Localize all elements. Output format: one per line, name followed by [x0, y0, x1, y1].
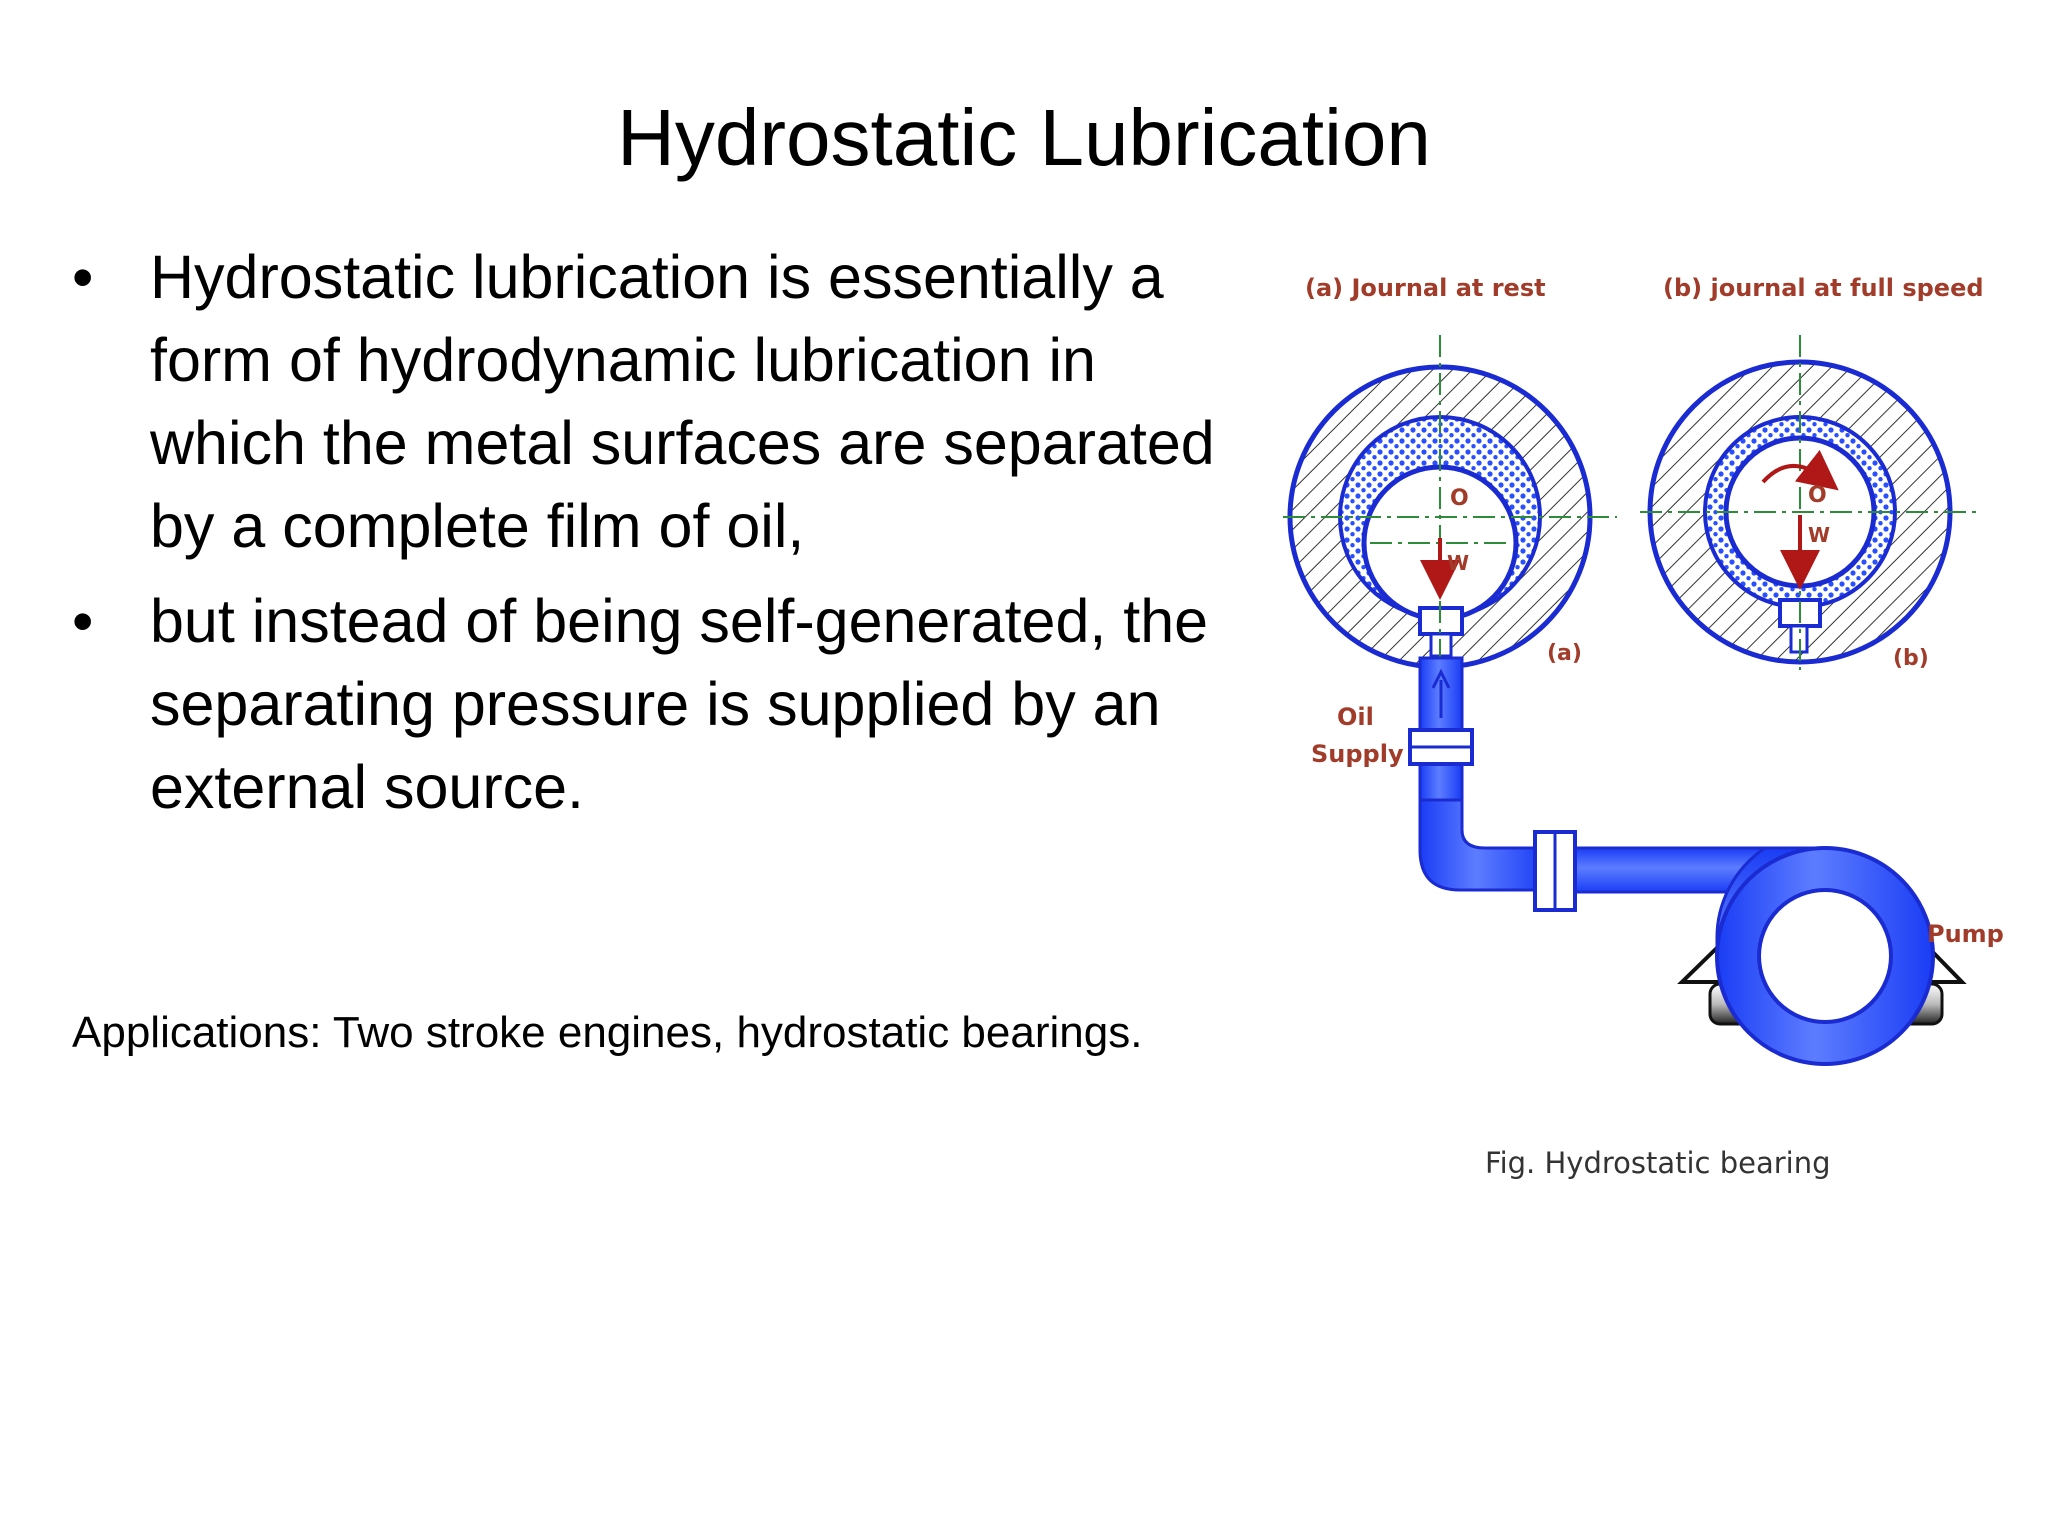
- oil-supply-pipe: Oil Supply: [1311, 656, 1773, 912]
- bullet-list: • Hydrostatic lubrication is essentially…: [70, 236, 1250, 841]
- pump: Pump: [1677, 846, 2004, 1066]
- weight-w-b: W: [1808, 523, 1830, 547]
- bullet-item: • Hydrostatic lubrication is essentially…: [70, 236, 1250, 568]
- bullet-dot: •: [72, 587, 94, 655]
- tag-b: (b): [1893, 646, 1929, 671]
- figure-caption: Fig. Hydrostatic bearing: [1485, 1146, 1831, 1180]
- label-journal-full-speed: (b) journal at full speed: [1663, 274, 1984, 302]
- applications-text: Applications: Two stroke engines, hydros…: [72, 1008, 1143, 1057]
- pump-label: Pump: [1927, 920, 2004, 948]
- supply-label: Supply: [1311, 740, 1404, 768]
- slide-title: Hydrostatic Lubrication: [617, 93, 1431, 182]
- hydrostatic-bearing-figure: (a) Journal at rest (b) journal at full …: [1245, 240, 2035, 1200]
- center-o-b: O: [1808, 483, 1827, 508]
- bullet-item: • but instead of being self-generated, t…: [70, 580, 1250, 829]
- oil-label: Oil: [1337, 703, 1374, 731]
- bearing-a: O W (a): [1283, 335, 1617, 700]
- bearing-b: O W (b): [1640, 335, 1980, 671]
- center-o-a: O: [1450, 486, 1469, 511]
- label-journal-at-rest: (a) Journal at rest: [1305, 274, 1546, 302]
- bullet-dot: •: [72, 243, 94, 311]
- bearing-diagram: (a) Journal at rest (b) journal at full …: [1283, 274, 2004, 1066]
- bullet-text: but instead of being self-generated, the…: [150, 587, 1209, 821]
- bullet-text: Hydrostatic lubrication is essentially a…: [150, 243, 1215, 560]
- weight-w-a: W: [1447, 551, 1469, 575]
- tag-a: (a): [1547, 641, 1582, 666]
